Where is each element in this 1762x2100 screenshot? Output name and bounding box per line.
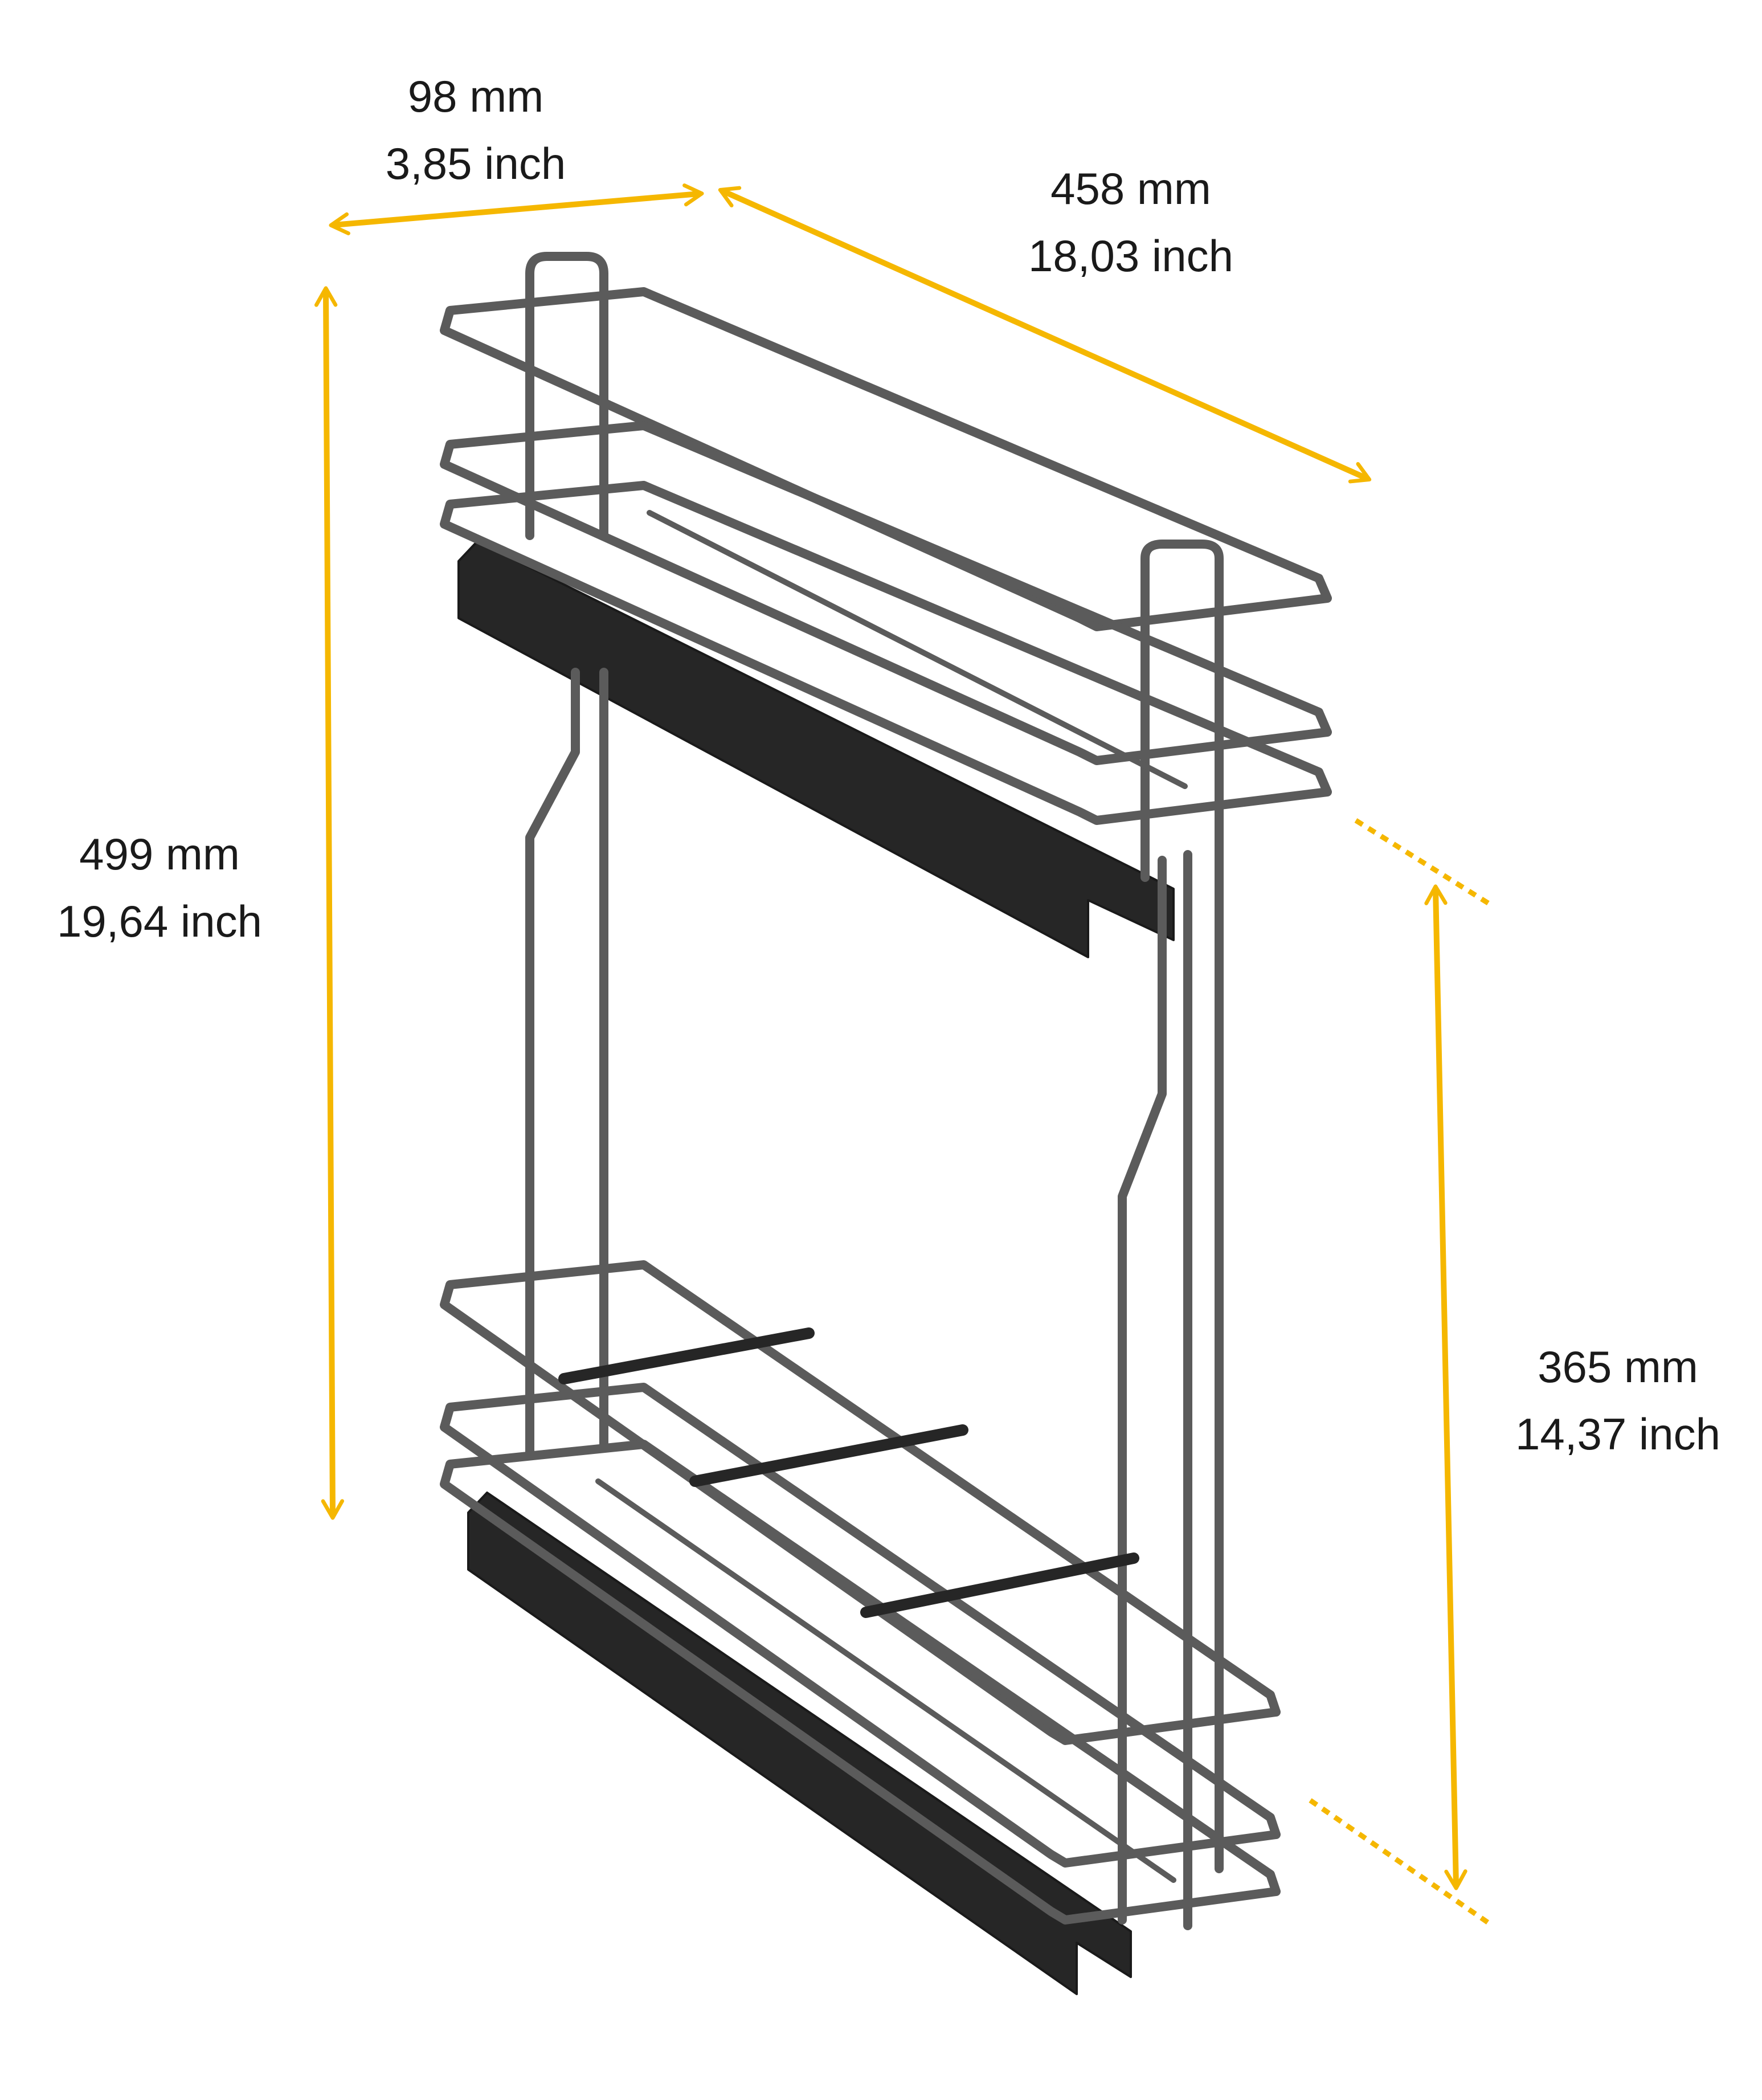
shelf-gap-mm: 365 mm	[1538, 1342, 1698, 1392]
width-label: 98 mm 3,85 inch	[336, 63, 615, 197]
left-zigzag-upright	[525, 668, 580, 1457]
upper-shelf-middle-frame	[440, 421, 1332, 765]
width-mm: 98 mm	[407, 71, 544, 121]
bottom-extension-line	[1309, 1798, 1494, 1928]
extension-lines	[1309, 818, 1494, 1928]
lower-shelf-middle-frame	[440, 1383, 1281, 1868]
right-hook-upright	[1140, 540, 1224, 1873]
top-extension-line	[1354, 818, 1494, 908]
depth-arrow	[718, 186, 1372, 484]
height-mm: 499 mm	[79, 829, 240, 879]
shelf-gap-arrow	[1424, 884, 1467, 1890]
left-hook-upright	[525, 252, 608, 540]
wire-pullout-basket-icon	[440, 252, 1332, 1995]
height-arrow	[314, 286, 345, 1520]
upper-inner-rod	[647, 510, 1188, 789]
depth-mm: 458 mm	[1050, 164, 1211, 214]
upper-shelf-bottom-frame	[440, 481, 1332, 825]
depth-label: 458 mm 18,03 inch	[983, 155, 1279, 289]
width-arrow	[329, 183, 704, 235]
divider-bar-1	[558, 1327, 815, 1384]
width-inch: 3,85 inch	[385, 138, 566, 189]
divider-bar-2	[689, 1424, 968, 1487]
divider-bar-3	[860, 1552, 1139, 1618]
lower-shelf-bottom-frame	[440, 1440, 1281, 1925]
upper-shelf-top-frame	[440, 287, 1332, 631]
shelf-gap-inch: 14,37 inch	[1515, 1409, 1720, 1459]
depth-inch: 18,03 inch	[1028, 231, 1233, 281]
height-label: 499 mm 19,64 inch	[17, 820, 302, 955]
height-inch: 19,64 inch	[57, 896, 262, 946]
lower-inner-rod	[595, 1478, 1176, 1883]
upper-rail	[457, 540, 1175, 958]
shelf-gap-label: 365 mm 14,37 inch	[1487, 1333, 1749, 1468]
dimension-arrows	[314, 183, 1467, 1890]
right-zigzag-upright	[1118, 856, 1167, 1925]
lower-shelf-top-frame	[440, 1260, 1281, 1745]
